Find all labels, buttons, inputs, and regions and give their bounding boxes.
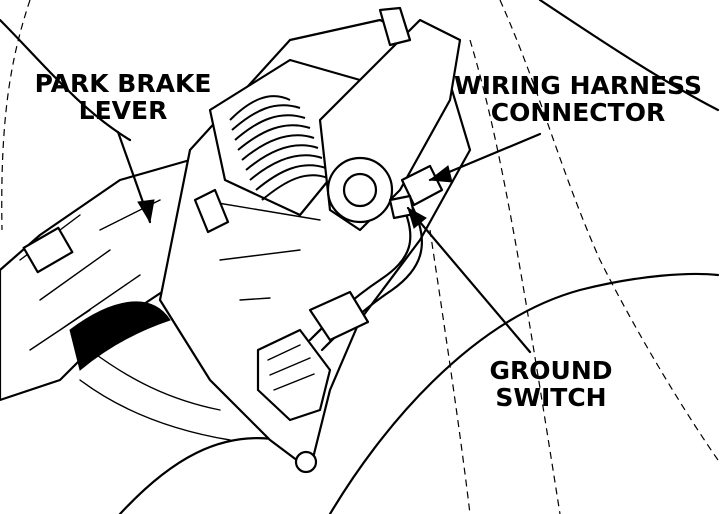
connector-blocks	[256, 290, 370, 474]
leader-arrows	[116, 130, 542, 354]
carpet-left	[0, 158, 231, 441]
ground-switch-label-line-2: SWITCH	[495, 383, 607, 412]
wiring-harness-connector-label-line-2: CONNECTOR	[490, 98, 666, 127]
ground-switch-label-line-1: GROUND	[489, 356, 613, 385]
ground-switch-label: GROUND SWITCH	[476, 357, 626, 411]
cable-reel	[208, 58, 362, 217]
park-brake-lever-label-line-1: PARK BRAKE	[34, 69, 212, 98]
wiring-harness-connector-label-line-1: WIRING HARNESS	[454, 71, 702, 100]
park-brake-lever-label-line-2: LEVER	[78, 96, 168, 125]
wiring-harness-connector-label: WIRING HARNESS CONNECTOR	[444, 72, 712, 126]
park-brake-lever-label: PARK BRAKE LEVER	[28, 70, 218, 124]
lever-arm	[318, 6, 462, 232]
